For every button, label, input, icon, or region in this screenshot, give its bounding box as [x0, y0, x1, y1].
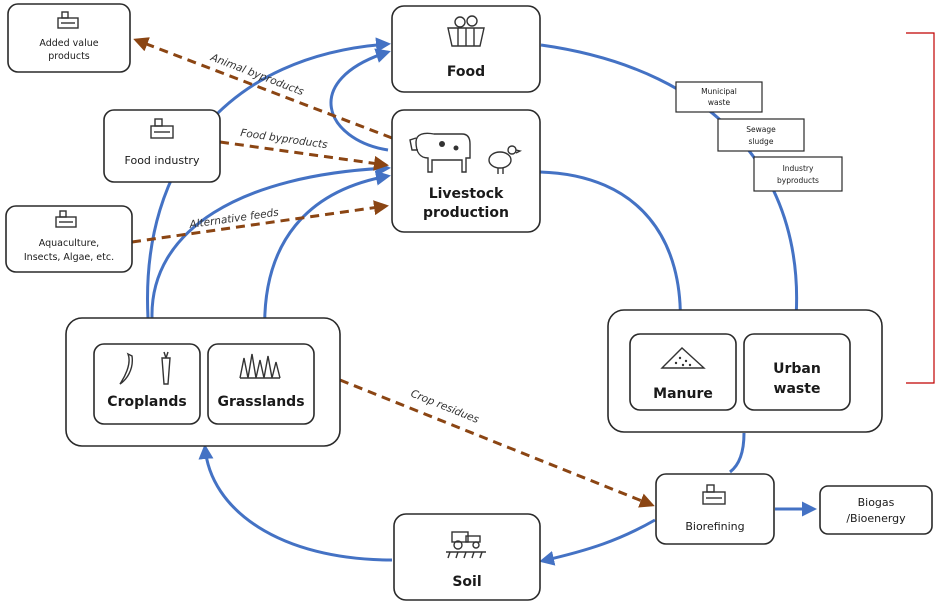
node-manure: Manure [629, 333, 737, 411]
node-urban-waste: Urban waste [743, 333, 851, 411]
flow-soil-to-croplands [198, 444, 393, 562]
grass-icon [239, 353, 281, 379]
flow-livestock-to-food [329, 48, 391, 152]
flow-food-byproducts [219, 140, 389, 171]
node-food-industry: Food industry [103, 109, 221, 183]
node-waste-group: Manure Urban waste [607, 309, 883, 433]
cow-chicken-icon [409, 132, 523, 174]
food-industry-label: Food industry [125, 154, 200, 167]
urban-waste-line2: waste [774, 381, 821, 397]
tractor-soil-icon [446, 531, 486, 559]
livestock-line1: Livestock [429, 186, 504, 202]
flow-crop-residues [339, 378, 655, 508]
node-biogas: Biogas /Bioenergy [819, 485, 933, 535]
node-sewage-sludge: Sewage sludge [717, 118, 805, 152]
label-crop-residues: Crop residues [409, 388, 481, 426]
soil-label: Soil [452, 574, 481, 590]
manure-label: Manure [653, 386, 713, 402]
added-value-line2: products [48, 51, 90, 62]
factory-icon [55, 210, 77, 228]
industry-line1: Industry [783, 164, 814, 173]
node-aquaculture: Aquaculture, Insects, Algae, etc. [5, 205, 133, 273]
manure-pile-icon [660, 347, 706, 369]
food-basket-icon [447, 15, 485, 47]
food-label: Food [447, 64, 485, 80]
node-industry-byproducts: Industry byproducts [753, 156, 843, 192]
biogas-line2: /Bioenergy [846, 512, 906, 525]
sewage-line2: sludge [749, 137, 774, 146]
flow-waste-to-biorefining [729, 432, 746, 474]
factory-icon [702, 484, 726, 505]
factory-icon [57, 11, 79, 29]
biogas-line1: Biogas [858, 496, 895, 509]
label-alternative-feeds: Alternative feeds [188, 207, 280, 232]
municipal-line2: waste [708, 98, 731, 107]
node-land-group: Croplands Grasslands [65, 317, 341, 447]
factory-icon [150, 118, 174, 139]
flow-livestock-to-manure [539, 170, 689, 333]
node-added-value-products: Added value products [7, 3, 131, 73]
grasslands-label: Grasslands [217, 394, 304, 410]
flow-croplands-to-livestock [150, 161, 391, 319]
sewage-line1: Sewage [746, 125, 776, 134]
flow-alternative-feeds [131, 200, 389, 244]
red-frame-bracket [906, 32, 935, 384]
urban-waste-line1: Urban [773, 361, 821, 377]
aquaculture-line1: Aquaculture, [39, 238, 99, 249]
industry-line2: byproducts [777, 176, 819, 185]
node-food: Food [391, 5, 541, 93]
added-value-line1: Added value [39, 38, 98, 49]
node-livestock-production: Livestock production [391, 109, 541, 233]
node-soil: Soil [393, 513, 541, 601]
municipal-line1: Municipal [701, 87, 737, 96]
flow-grasslands-to-livestock [263, 170, 391, 339]
biorefining-label: Biorefining [685, 520, 744, 533]
croplands-label: Croplands [107, 394, 186, 410]
vegetables-icon [119, 351, 171, 385]
node-biorefining: Biorefining [655, 473, 775, 545]
flow-animal-byproducts [133, 37, 393, 140]
node-croplands: Croplands [93, 343, 201, 425]
node-municipal-waste: Municipal waste [675, 81, 763, 113]
node-grasslands: Grasslands [207, 343, 315, 425]
flow-biorefining-to-soil [539, 518, 656, 566]
label-animal-byproducts: Animal byproducts [208, 51, 306, 98]
livestock-line2: production [423, 205, 509, 221]
aquaculture-line2: Insects, Algae, etc. [24, 252, 114, 263]
